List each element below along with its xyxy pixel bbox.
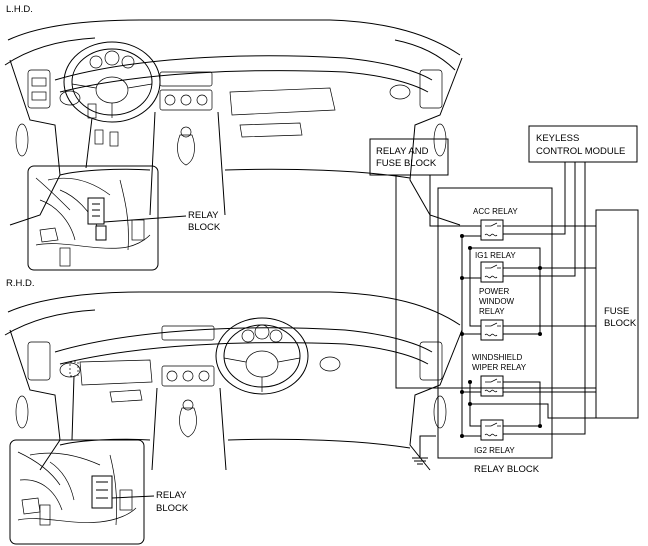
wire-rfb-to-acc [429, 175, 481, 227]
rhd-dashboard-drawing [4, 291, 463, 471]
rhd-callout-block: BLOCK [156, 503, 189, 514]
ground-symbol [412, 457, 428, 465]
rhd-detail-inset [9, 439, 145, 545]
rhd-callout-line [111, 495, 155, 499]
wire-keyless-acc [503, 162, 566, 235]
wiring-schematic: RELAY AND FUSE BLOCK KEYLESS CONTROL MOD… [369, 125, 639, 475]
ig2-relay-label: IG2 RELAY [474, 446, 515, 455]
keyless-label-1: KEYLESS [536, 133, 579, 144]
relay-block-box [437, 187, 553, 459]
windshield-label-2: WIPER RELAY [472, 363, 527, 372]
fuse-block-label-2: BLOCK [604, 318, 637, 329]
ig1-relay-label: IG1 RELAY [475, 251, 516, 260]
relay-and-fuse-block-label-1: RELAY AND [376, 146, 429, 157]
acc-relay-symbol [480, 219, 504, 241]
wire-bus-left [461, 236, 481, 437]
keyless-label-2: CONTROL MODULE [536, 146, 625, 157]
lhd-detail-inset [27, 165, 159, 271]
lhd-dashboard-drawing [4, 19, 463, 226]
power-window-label-2: WINDOW [479, 297, 515, 306]
power-window-label-3: RELAY [479, 307, 505, 316]
power-window-relay-symbol [480, 319, 504, 341]
lhd-callout-line [103, 215, 187, 223]
wire-ground [419, 435, 436, 458]
junction-dots [460, 234, 542, 438]
wire-keyless-ig2 [503, 162, 586, 435]
wire-keyless-ig1 [503, 162, 576, 277]
power-window-label-1: POWER [479, 287, 509, 296]
lhd-leader-line [85, 117, 93, 169]
relay-and-fuse-block-label-2: FUSE BLOCK [376, 158, 437, 169]
rhd-heading: R.H.D. [6, 278, 35, 289]
windshield-wiper-relay-symbol [480, 375, 504, 397]
ig1-relay-symbol [480, 261, 504, 283]
rhd-leader-line [71, 375, 75, 441]
relay-and-fuse-block-box [369, 138, 449, 176]
lhd-callout-block: BLOCK [188, 222, 221, 233]
rhd-callout-relay: RELAY [156, 490, 187, 501]
fuse-block-label-1: FUSE [604, 306, 629, 317]
relay-block-label: RELAY BLOCK [474, 464, 540, 475]
lhd-heading: L.H.D. [6, 4, 33, 15]
keyless-control-module-box [528, 125, 638, 163]
acc-relay-label: ACC RELAY [473, 207, 518, 216]
fuse-block-box [595, 209, 639, 419]
windshield-label-1: WINDSHIELD [472, 353, 522, 362]
ig2-relay-symbol [480, 419, 504, 441]
wire-rfb-to-fuse [395, 175, 596, 389]
lhd-callout-relay: RELAY [188, 210, 219, 221]
